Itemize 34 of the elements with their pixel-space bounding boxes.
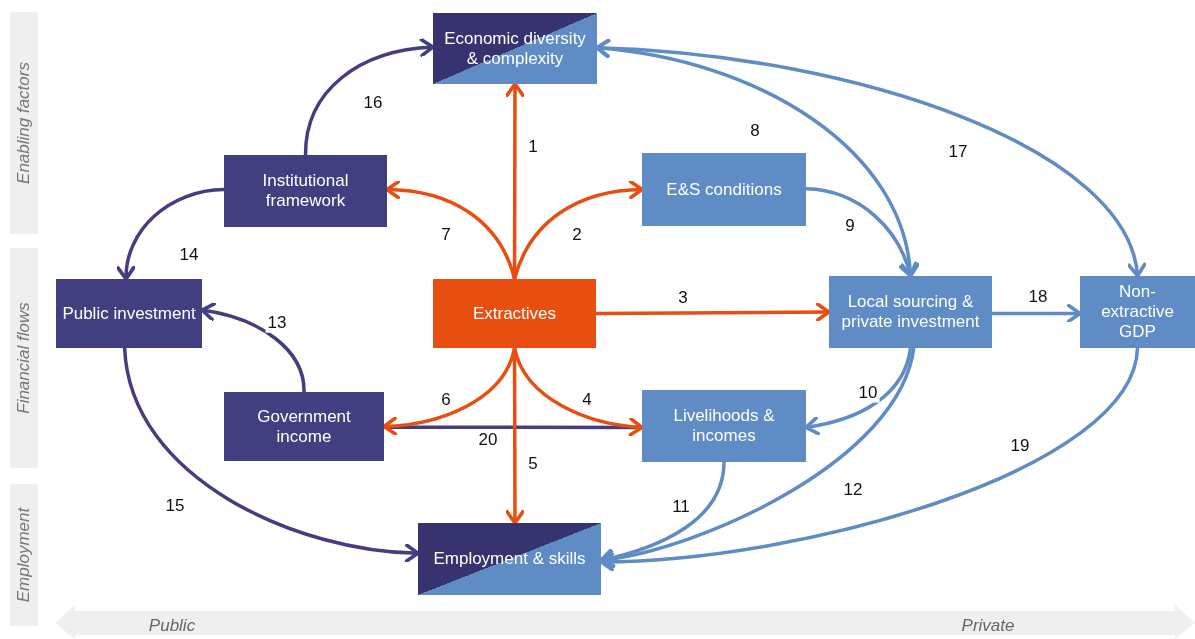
arrow — [122, 347, 420, 563]
box-label: Extractives — [472, 303, 557, 324]
arrow — [596, 302, 831, 322]
box-label: E&S conditions — [666, 179, 782, 200]
process-box — [224, 392, 384, 461]
arrow — [505, 348, 525, 525]
band-label: Employment — [14, 507, 35, 603]
arrow — [512, 180, 644, 280]
arrow — [805, 187, 917, 278]
process-box — [433, 13, 597, 84]
process-box — [433, 279, 596, 348]
box-label: Government income — [256, 406, 352, 447]
process-box — [1080, 276, 1195, 348]
arrow — [992, 303, 1082, 324]
axis-label: Private — [961, 616, 1015, 634]
box-label: Employment & skills — [433, 549, 586, 569]
edge-label: 10 — [856, 383, 880, 403]
band-label: Enabling factors — [13, 62, 34, 184]
process-box — [642, 390, 806, 462]
axis-label: Public — [148, 616, 196, 634]
arrow — [117, 187, 225, 281]
arrow — [303, 38, 435, 156]
box-label: Livelihoods & incomes — [672, 406, 776, 446]
process-box — [642, 153, 806, 226]
process-box — [418, 523, 601, 595]
process-box — [829, 276, 992, 348]
box-label: Public investment — [62, 303, 196, 324]
band-label: Financial flows — [13, 302, 34, 414]
box-label: Non-extractive GDP — [1100, 282, 1175, 342]
edge-label: 13 — [265, 313, 289, 333]
process-box — [56, 279, 202, 348]
process-box — [224, 155, 387, 227]
box-label: Institutional framework — [261, 171, 350, 211]
box-label: Local sourcing & private investment — [840, 292, 981, 332]
